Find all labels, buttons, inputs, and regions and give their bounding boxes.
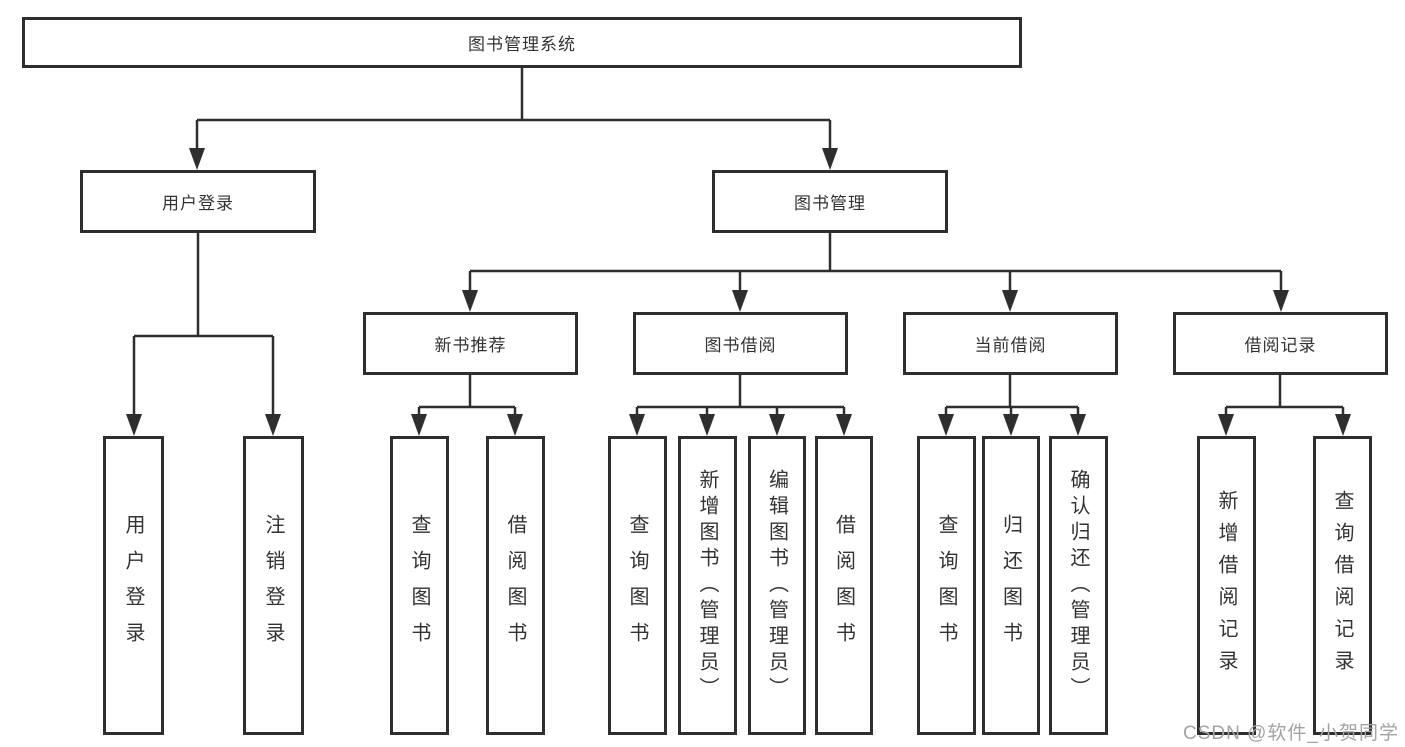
watermark: CSDN @软件_小贺同学 <box>1183 723 1399 744</box>
node-user-login: 用户登录 <box>80 170 316 233</box>
leaf-edit-book-admin: 编辑图书（管理员） <box>748 436 806 735</box>
leaf-search-books-borrowing: 查询图书 <box>608 436 667 735</box>
leaf-search-books-recommend: 查询图书 <box>390 436 449 735</box>
leaf-user-login: 用户登录 <box>103 436 164 735</box>
node-book-management: 图书管理 <box>712 170 948 233</box>
node-borrowing-records: 借阅记录 <box>1173 312 1388 375</box>
node-root: 图书管理系统 <box>22 17 1022 68</box>
node-book-borrowing: 图书借阅 <box>633 312 848 375</box>
leaf-borrow-books-borrowing: 借阅图书 <box>815 436 873 735</box>
leaf-confirm-return-admin: 确认归还（管理员） <box>1049 436 1108 735</box>
leaf-borrow-books-recommend: 借阅图书 <box>486 436 545 735</box>
node-current-borrowing: 当前借阅 <box>903 312 1118 375</box>
leaf-return-books: 归还图书 <box>982 436 1040 735</box>
leaf-add-book-admin: 新增图书（管理员） <box>678 436 737 735</box>
node-new-book-recommendation: 新书推荐 <box>363 312 578 375</box>
leaf-search-borrow-record: 查询借阅记录 <box>1313 436 1372 735</box>
leaf-logout: 注销登录 <box>243 436 304 735</box>
leaf-add-borrow-record: 新增借阅记录 <box>1197 436 1256 735</box>
leaf-search-books-current: 查询图书 <box>917 436 976 735</box>
